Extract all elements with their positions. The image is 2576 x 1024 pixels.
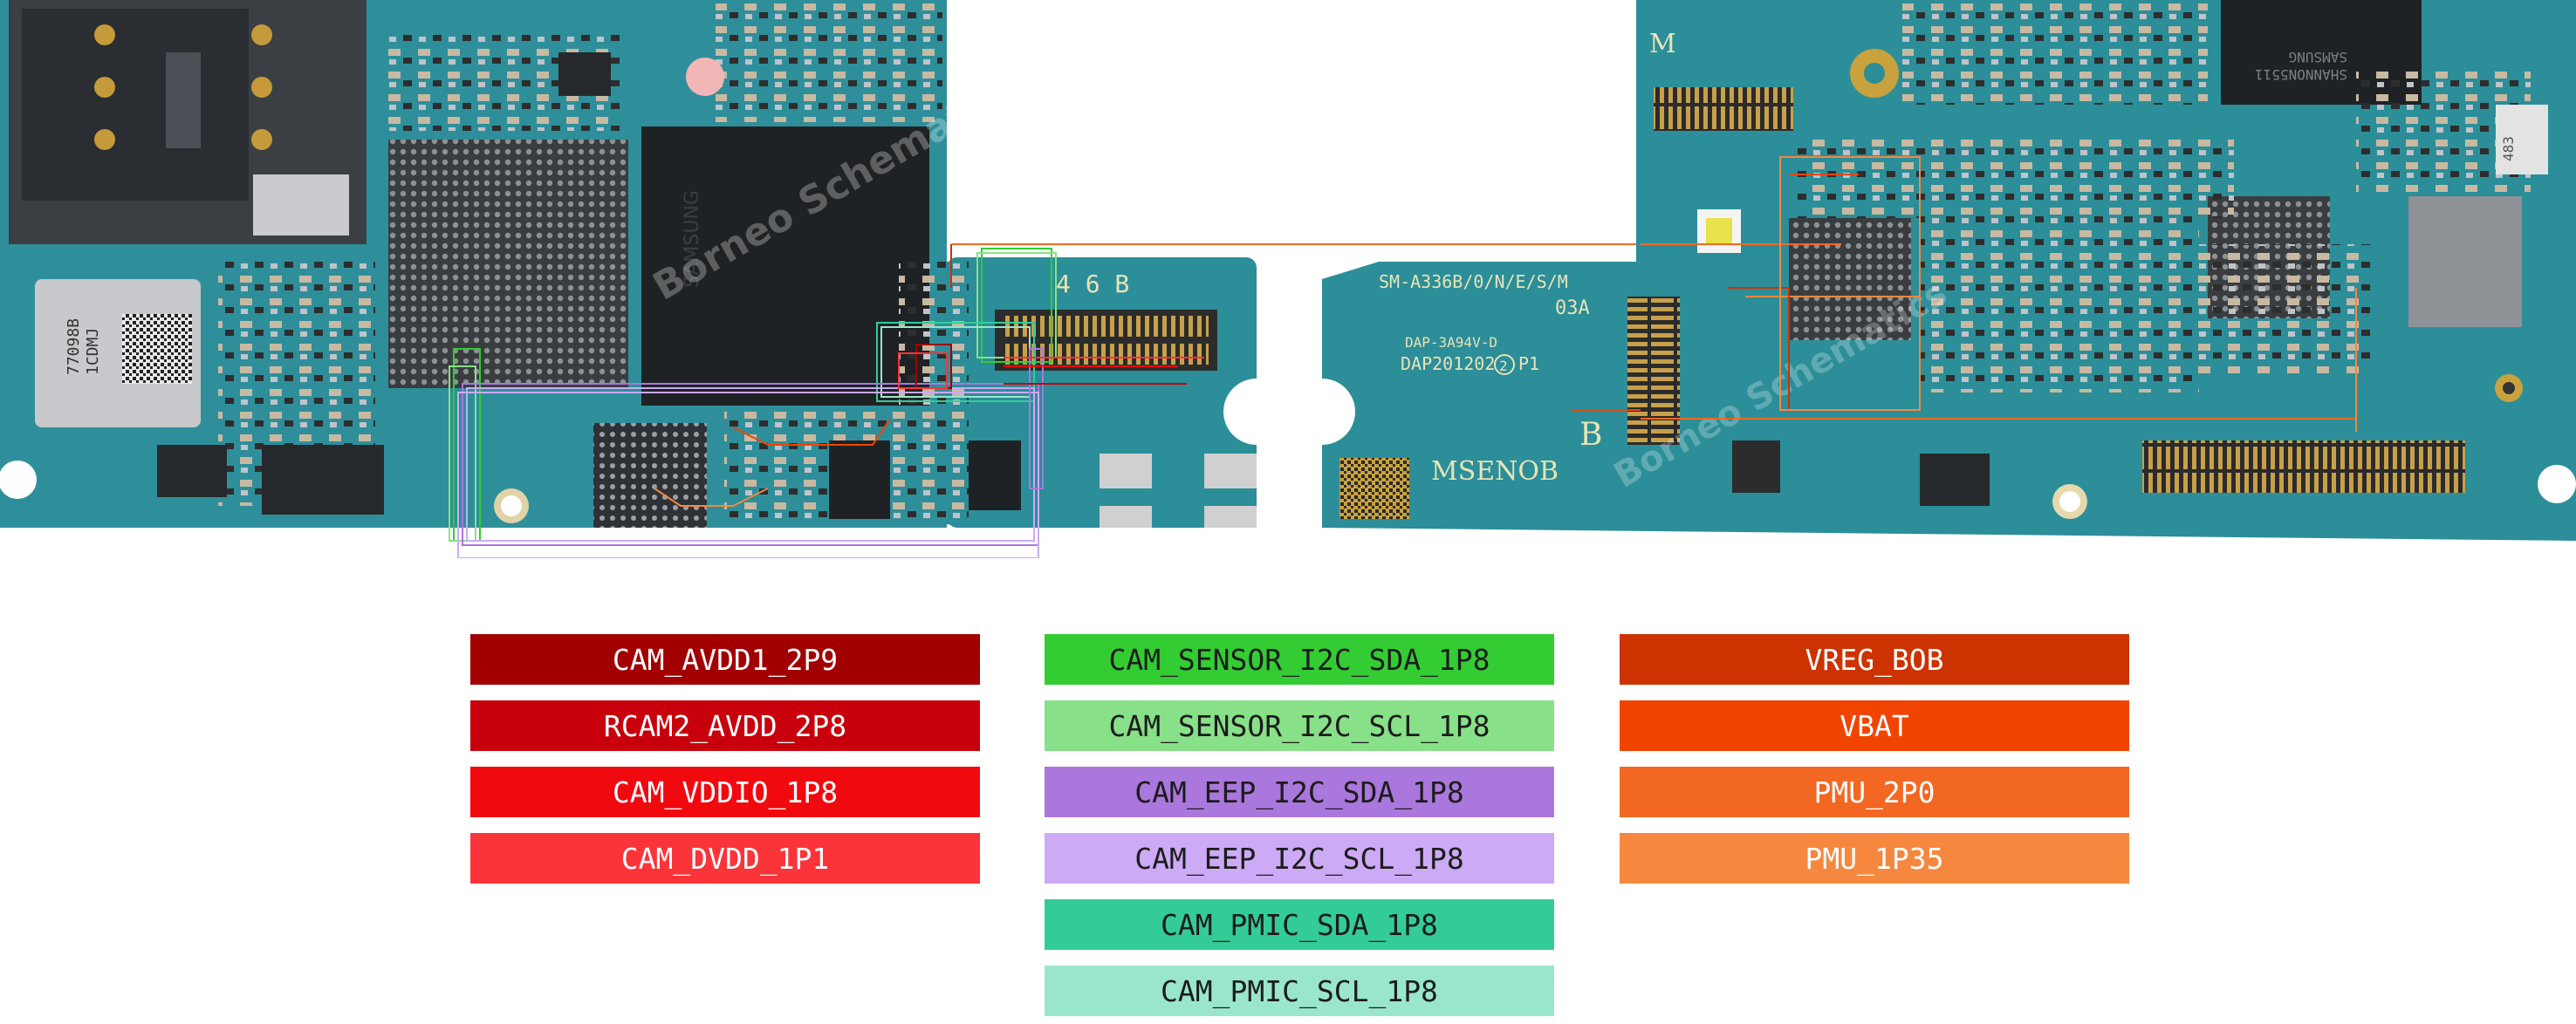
module-code2: 1CDMJ: [84, 328, 102, 375]
legend-item-cam-pmic-sda-1p8: CAM_PMIC_SDA_1P8: [1045, 899, 1554, 950]
right-board: SAMSUNG SHANNON5511 483 SM-A336B/0/N/E/S…: [1289, 0, 2576, 541]
legend-item-cam-dvdd-1p1: CAM_DVDD_1P1: [470, 833, 980, 884]
connector-label: 4 6 B: [1056, 270, 1129, 298]
board-b-label: B: [1579, 417, 1602, 453]
board-code1: DAP-3A94V-D: [1405, 334, 1497, 351]
trace-overlay-right: [1571, 156, 2357, 432]
board-code2-suffix: P1: [1518, 353, 1539, 374]
right-fpc-connector-top: [1654, 87, 1793, 131]
pmic-bga: [593, 423, 707, 528]
rf-bga-1: [1789, 218, 1911, 340]
board-side-label: MSENOB: [1431, 456, 1559, 487]
legend-item-vbat: VBAT: [1620, 700, 2129, 751]
pcb-board-photo: 77098B 1CDMJ SAMSUNG 4 6 B: [0, 0, 2576, 558]
legend-item-cam-vddio-1p8: CAM_VDDIO_1P8: [470, 767, 980, 817]
chip-label: SHANNON5511: [2255, 66, 2347, 83]
chip-label2: SAMSUNG: [2289, 49, 2347, 65]
legend-item-cam-eep-i2c-sda-1p8: CAM_EEP_I2C_SDA_1P8: [1045, 767, 1554, 817]
wifi-module: 77098B 1CDMJ: [35, 279, 201, 427]
board-code2: DAP201202: [1401, 353, 1495, 374]
display-connector: [2142, 440, 2465, 493]
icon-num: 483: [2500, 136, 2517, 161]
svg-text:SAMSUNG: SAMSUNG: [682, 190, 703, 288]
legend-item-pmu-2p0: PMU_2P0: [1620, 767, 2129, 817]
left-b2b-connector: [995, 310, 1217, 371]
legend-item-vreg-bob: VREG_BOB: [1620, 634, 2129, 685]
legend-item-cam-pmic-scl-1p8: CAM_PMIC_SCL_1P8: [1045, 966, 1554, 1016]
soc-bga: [388, 140, 628, 388]
legend-item-cam-sensor-i2c-sda-1p8: CAM_SENSOR_I2C_SDA_1P8: [1045, 634, 1554, 685]
sim-tray: [9, 0, 367, 244]
trace-overlay-left: [449, 243, 1641, 558]
legend-item-pmu-1p35: PMU_1P35: [1620, 833, 2129, 884]
left-board: 77098B 1CDMJ SAMSUNG 4 6 B: [0, 0, 1641, 558]
board-model: SM-A336B/0/N/E/S/M: [1379, 271, 1568, 292]
board-qr-code: [1339, 458, 1409, 519]
board-code2-circle: 2: [1499, 358, 1508, 374]
legend-item-cam-eep-i2c-scl-1p8: CAM_EEP_I2C_SCL_1P8: [1045, 833, 1554, 884]
module-code1: 77098B: [65, 318, 83, 375]
board-m-label: M: [1649, 29, 1676, 59]
right-fpc-connector-v: [1627, 297, 1680, 445]
legend-item-rcam2-avdd-2p8: RCAM2_AVDD_2P8: [470, 700, 980, 751]
board-rev: 03A: [1555, 297, 1590, 319]
legend-item-cam-sensor-i2c-scl-1p8: CAM_SENSOR_I2C_SCL_1P8: [1045, 700, 1554, 751]
legend-item-cam-avdd1-2p9: CAM_AVDD1_2P9: [470, 634, 980, 685]
